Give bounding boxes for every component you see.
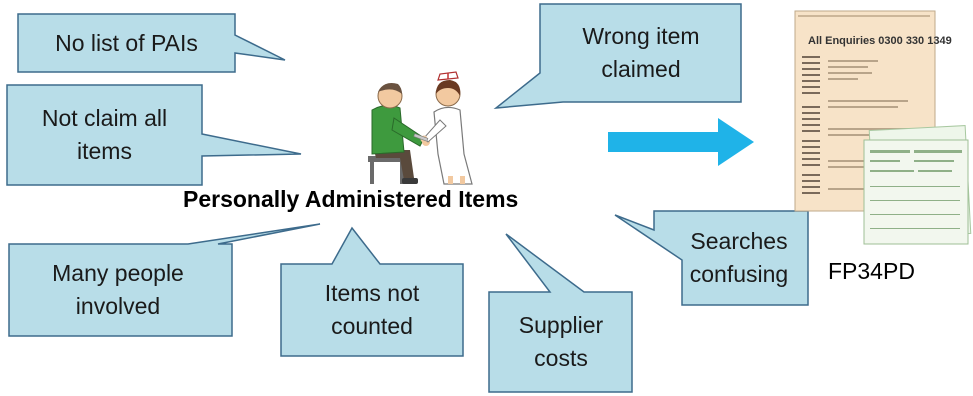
callout-not-counted: Items not counted bbox=[280, 226, 466, 358]
callout-searches: Searches confusing bbox=[612, 210, 812, 310]
callout-not-claim-text: Not claim all items bbox=[41, 105, 168, 164]
nurse-patient-illustration bbox=[364, 58, 492, 186]
form-heading: All Enquiries 0300 330 1349 bbox=[808, 35, 952, 47]
callout-searches-text: Searches confusing bbox=[689, 228, 789, 287]
form-label: FP34PD bbox=[828, 258, 915, 284]
callout-supplier-costs: Supplier costs bbox=[488, 232, 634, 396]
callout-wrong-item: Wrong item claimed bbox=[493, 3, 744, 111]
right-arrow-icon bbox=[608, 118, 756, 166]
fp34pd-form-image: All Enquiries 0300 330 1349 bbox=[794, 10, 972, 246]
callout-no-list: No list of PAIs bbox=[17, 13, 287, 73]
callout-many-people-text: Many people involved bbox=[52, 260, 184, 319]
center-label: Personally Administered Items bbox=[183, 186, 519, 212]
callout-many-people: Many people involved bbox=[8, 222, 328, 338]
callout-supplier-costs-text: Supplier costs bbox=[518, 312, 604, 371]
callout-not-claim: Not claim all items bbox=[6, 84, 306, 186]
callout-no-list-text: No list of PAIs bbox=[55, 29, 198, 56]
callout-wrong-item-text: Wrong item claimed bbox=[582, 23, 700, 82]
callout-not-counted-text: Items not counted bbox=[324, 280, 420, 339]
